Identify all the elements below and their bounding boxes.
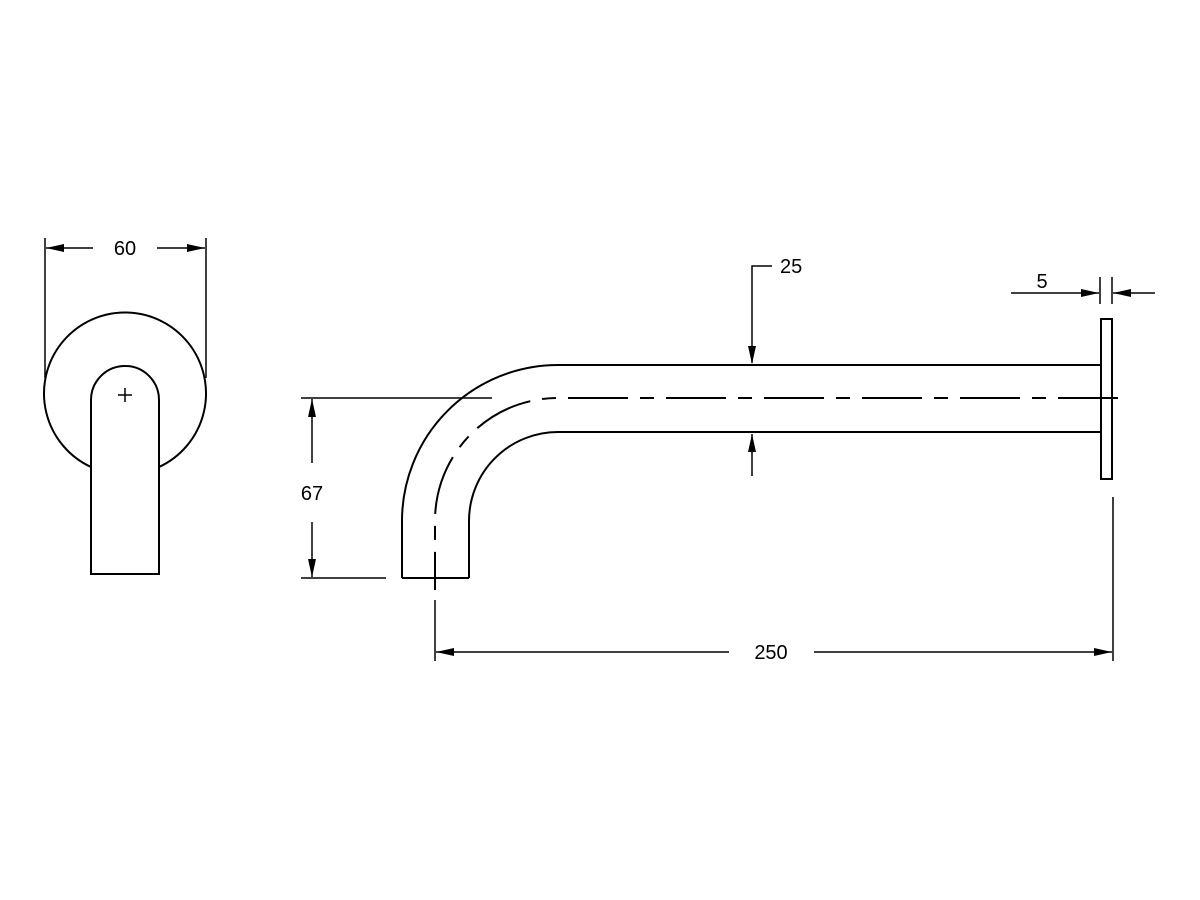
spout-centerline	[434, 397, 1118, 590]
dimension-spout-diameter: 25	[748, 256, 802, 476]
lever-handle-outline	[90, 365, 160, 575]
center-mark-icon	[118, 388, 132, 402]
dimension-projection-length: 250	[436, 497, 1114, 664]
side-view: 25 5 67 250	[301, 256, 1155, 664]
spout-outer-wall	[401, 364, 1100, 578]
wall-plate-outline	[43, 311, 207, 468]
front-view: 60	[43, 238, 207, 575]
spout-inner-wall	[468, 431, 1100, 578]
dimension-plate-thickness: 5	[1011, 271, 1155, 304]
dimension-label-250: 250	[754, 642, 787, 664]
dimension-label-60: 60	[114, 238, 136, 260]
dimension-plate-diameter: 60	[44, 238, 207, 378]
dimension-drop-height: 67	[301, 397, 492, 579]
dimension-label-5: 5	[1036, 271, 1047, 293]
dimension-label-67: 67	[301, 483, 323, 505]
dimension-label-25: 25	[780, 256, 802, 278]
side-wall-plate	[1100, 318, 1113, 480]
